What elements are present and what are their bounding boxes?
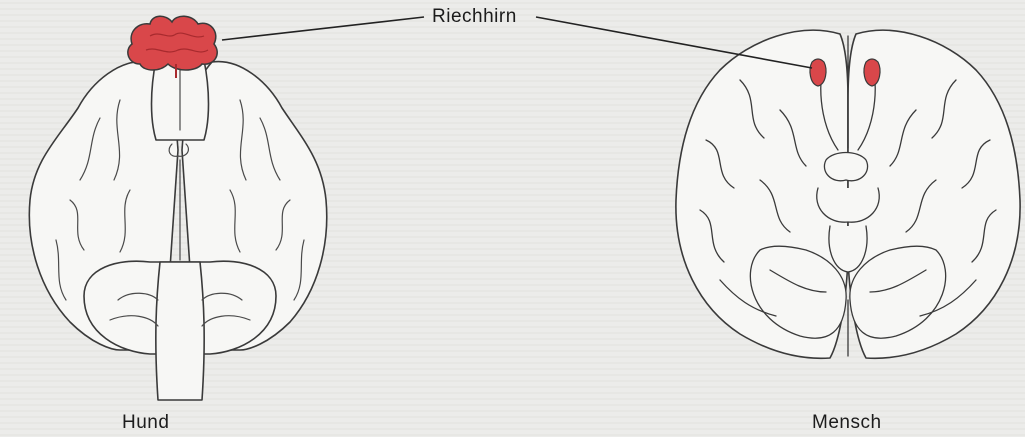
olfactory-brain-label: Riechhirn [432,6,517,28]
human-caption: Mensch [812,412,882,434]
dog-caption: Hund [122,412,169,434]
dog-brainstem [156,262,204,400]
